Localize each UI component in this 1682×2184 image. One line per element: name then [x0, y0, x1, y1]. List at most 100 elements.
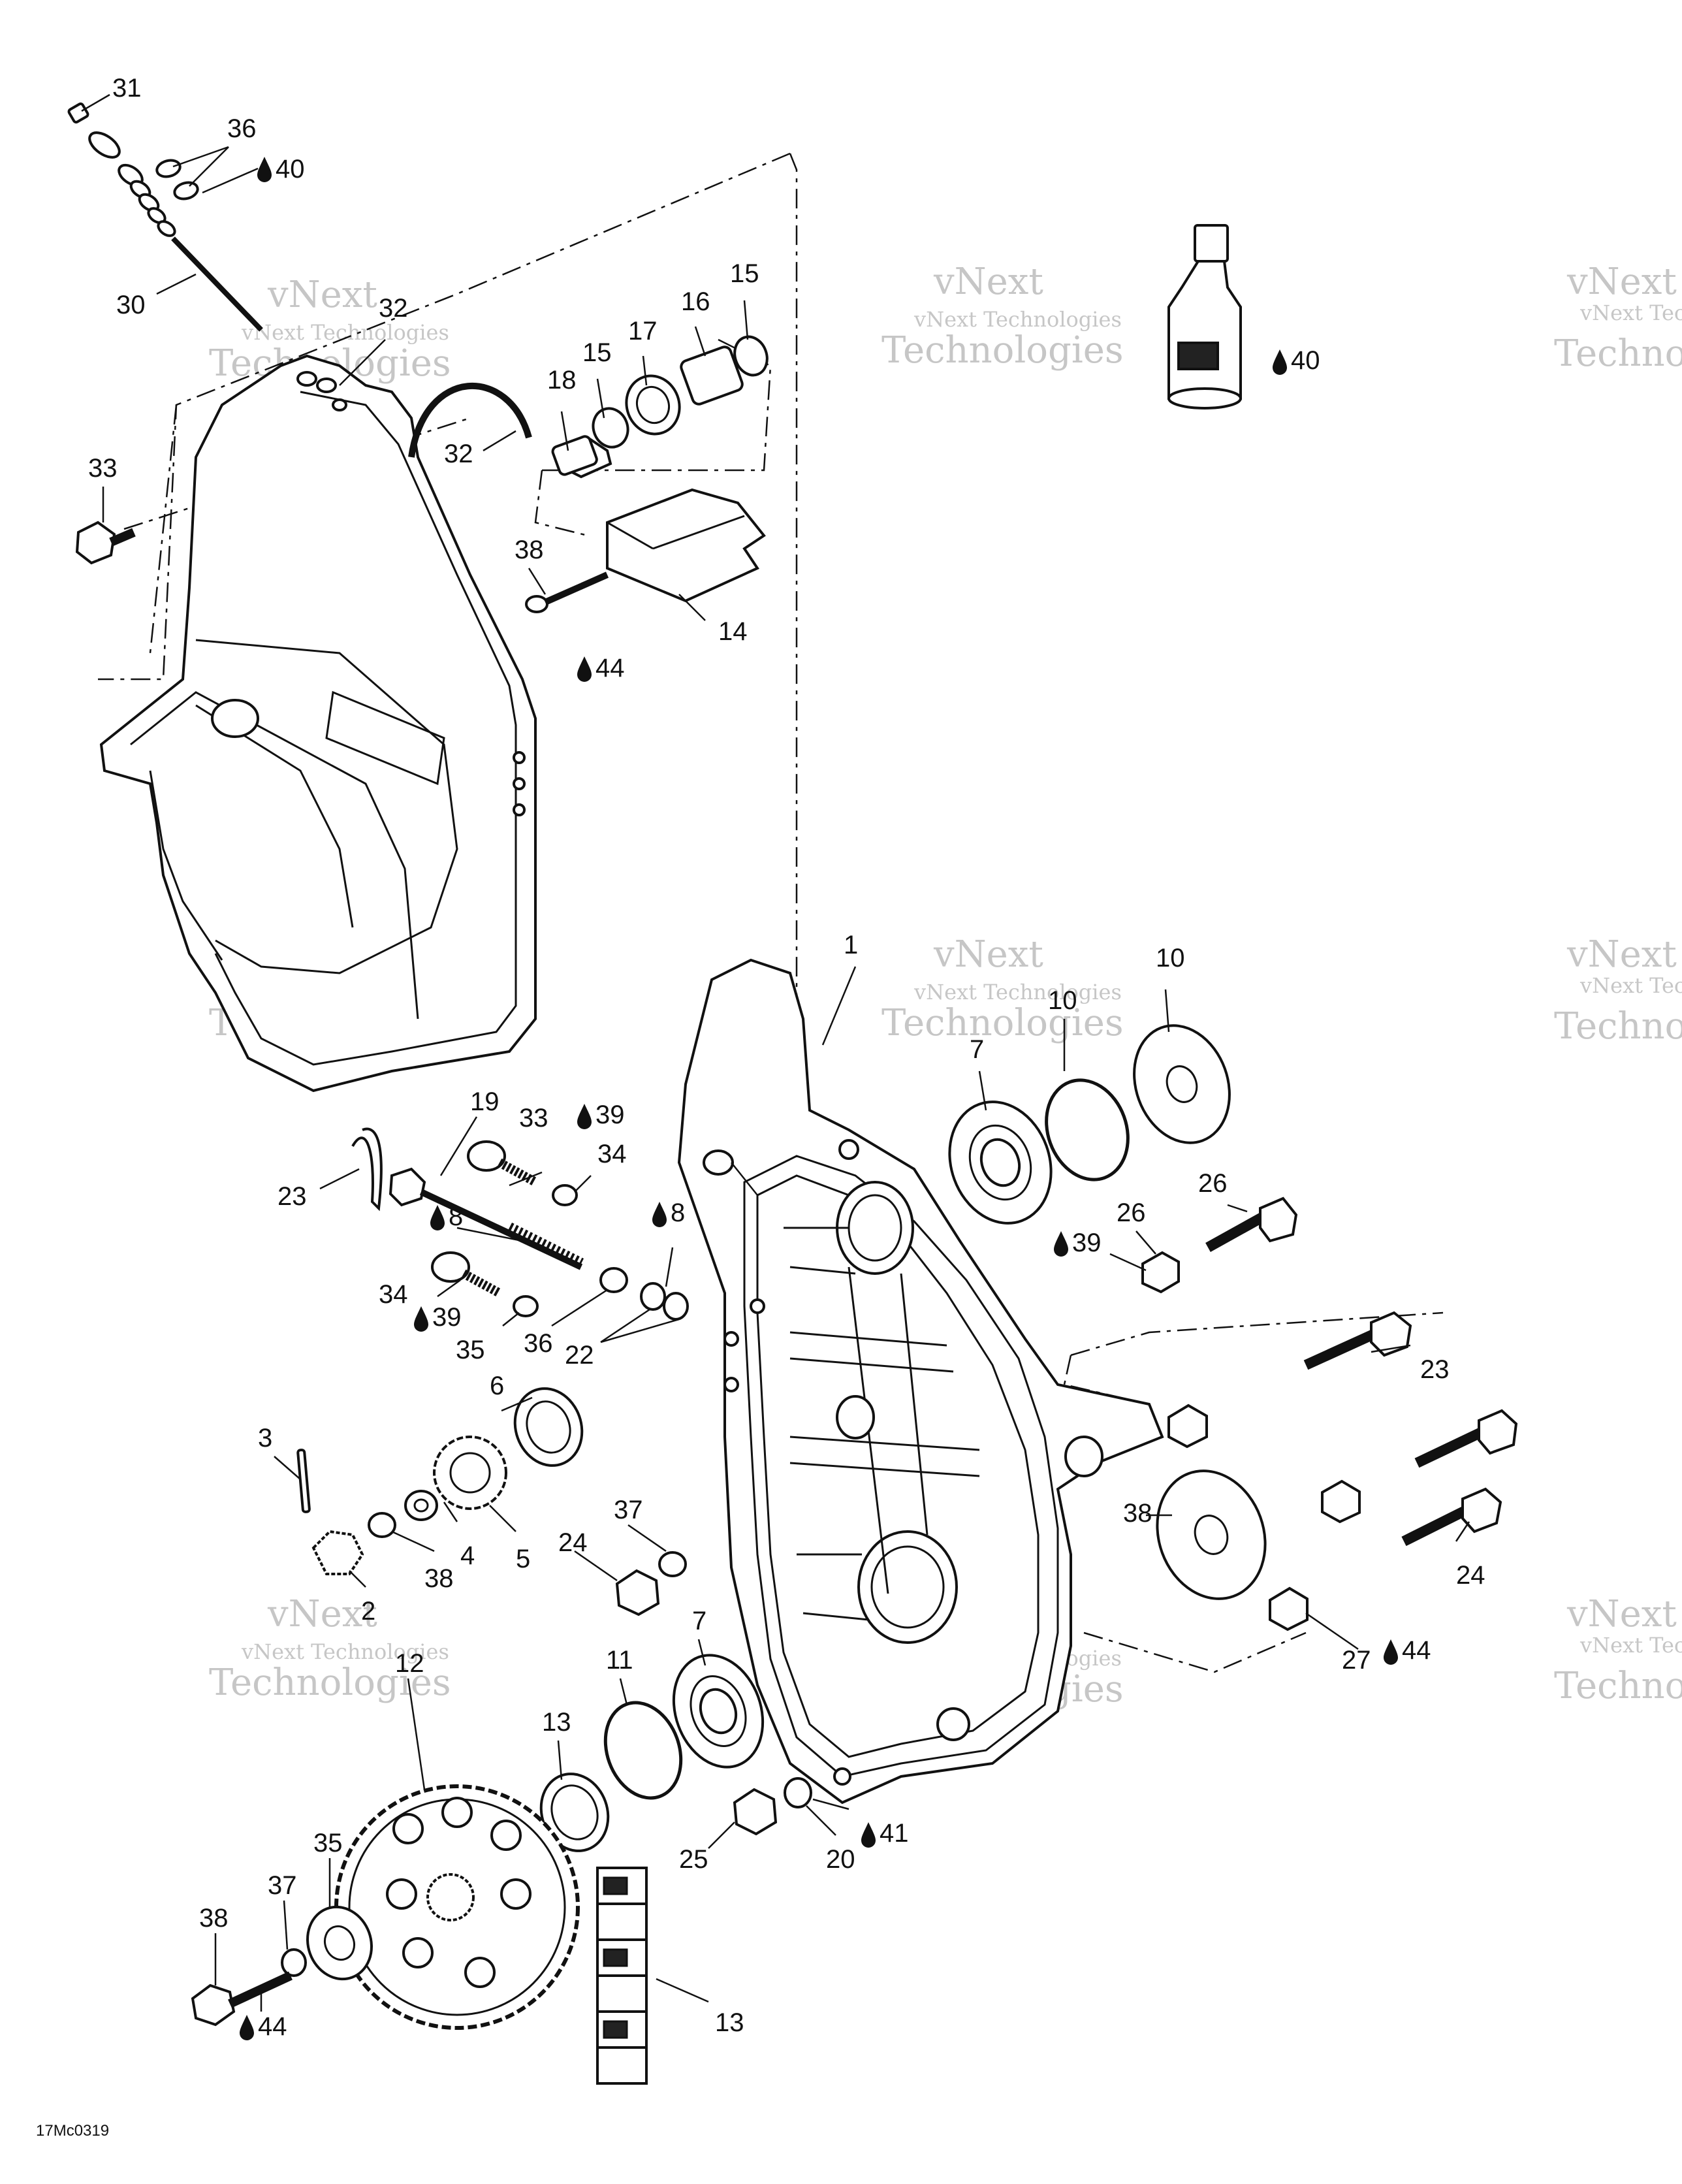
oil-drop-icon	[1054, 1231, 1068, 1257]
callout-9: 10	[1156, 944, 1185, 972]
watermark-technologies: Technologies	[1554, 1665, 1682, 1707]
callout-23: 23	[1420, 1355, 1450, 1384]
watermark-text: vNext Technologies	[1579, 1633, 1682, 1658]
lower-parts	[191, 1654, 812, 2085]
lube-label-40: 40	[276, 155, 305, 184]
watermark-technologies: Technologies	[881, 1002, 1124, 1044]
watermark-text: vNext Technologies	[913, 980, 1122, 1004]
callout-24: 24	[558, 1528, 588, 1557]
callout-2: 2	[361, 1597, 375, 1626]
callout-28: 31	[112, 74, 142, 103]
lube-label-44: 44	[595, 654, 625, 682]
callout-38: 38	[199, 1904, 229, 1933]
callout-6: 6	[490, 1372, 504, 1400]
tensioner-block	[606, 488, 766, 603]
callout-45: 38	[424, 1564, 454, 1593]
lubricant-labels: 40 40 44 39 8 8 39 39 44 41 44	[258, 155, 1431, 2041]
watermark-text: vNext Technologies	[241, 1639, 449, 1664]
callout-20: 20	[826, 1845, 855, 1874]
shaft-parts	[296, 1127, 689, 1616]
callout-42: 38	[1123, 1499, 1152, 1528]
oil-drop-icon	[577, 1104, 592, 1129]
oil-drop-icon	[652, 1202, 667, 1227]
callout-33: 35	[456, 1336, 485, 1364]
callout-34: 36	[524, 1329, 553, 1358]
right-side-parts	[948, 1024, 1518, 1631]
callout-29: 32	[444, 440, 473, 468]
leader-lines	[81, 93, 1470, 2012]
callout-15: 15	[582, 338, 612, 367]
callout-43: 38	[515, 536, 544, 564]
callout-4: 4	[460, 1541, 475, 1570]
watermark-text: vNext Technologies	[1579, 973, 1682, 998]
oil-drop-icon	[1273, 349, 1287, 375]
callout-22: 23	[278, 1182, 307, 1211]
callout-25: 26	[1198, 1169, 1228, 1198]
oil-drop-icon	[257, 157, 272, 182]
figure-id: 17Mc0319	[36, 2122, 109, 2140]
callout-33: 34	[597, 1140, 627, 1168]
watermark-text: vNext Technologies	[241, 320, 449, 345]
callout-37: 37	[268, 1871, 297, 1900]
callout-23: 24	[1456, 1561, 1485, 1590]
oil-drop-icon	[414, 1306, 428, 1332]
callout-3: 3	[258, 1424, 272, 1453]
watermark-vnext: vNext	[933, 261, 1043, 303]
callout-32: 33	[519, 1104, 548, 1132]
callout-13: 13	[715, 2008, 744, 2037]
watermark-technologies: Technologies	[881, 329, 1124, 372]
oil-drop-icon	[1384, 1639, 1398, 1665]
cover-bolt	[75, 521, 136, 565]
callout-19: 19	[470, 1087, 500, 1116]
callout-34: 37	[614, 1496, 643, 1524]
breather-tube	[408, 383, 532, 458]
gear-cover	[99, 354, 537, 1093]
lube-label-8: 8	[671, 1198, 685, 1227]
oil-drop-icon	[861, 1822, 876, 1848]
callout-30: 32	[379, 294, 408, 323]
drive-chain	[596, 1867, 648, 2085]
callout-35: 35	[313, 1829, 343, 1857]
callout-10: 11	[606, 1646, 633, 1675]
oil-drop-icon	[430, 1205, 445, 1230]
lube-label-44: 44	[258, 2012, 287, 2041]
callout-5: 5	[516, 1545, 530, 1573]
callout-7: 7	[970, 1035, 984, 1064]
dipstick-assembly	[67, 102, 263, 332]
oil-drop-icon	[240, 2015, 254, 2040]
watermark-technologies: Technologies	[1554, 332, 1682, 375]
lube-label-44: 44	[1402, 1636, 1431, 1665]
callout-15: 15	[730, 259, 759, 288]
callout-32: 34	[379, 1280, 408, 1309]
callout-18: 18	[547, 366, 577, 394]
callout-21: 22	[565, 1341, 594, 1370]
callout-17: 17	[628, 317, 658, 345]
callout-labels: 31 36 30 32 32 33 18 15 17 16 15 38 14 1…	[88, 74, 1485, 2037]
watermark-vnext: vNext	[933, 933, 1043, 976]
callout-10: 10	[1048, 986, 1077, 1015]
callout-14: 14	[718, 617, 748, 646]
callout-27: 30	[116, 291, 146, 319]
callout-1: 1	[844, 931, 858, 959]
watermark-text: vNext Technologies	[1579, 300, 1682, 325]
callout-24: 25	[679, 1845, 708, 1874]
oil-bottle	[1167, 224, 1242, 410]
watermark-text: vNext Technologies	[913, 307, 1122, 332]
callout-11: 12	[395, 1649, 424, 1678]
callout-31: 33	[88, 454, 118, 483]
lubricant-drop-icons	[240, 157, 1398, 2040]
watermark-vnext: vNext	[1566, 933, 1677, 976]
callout-7: 7	[692, 1607, 706, 1635]
chaincase-housing	[677, 958, 1164, 1805]
watermark-vnext: vNext	[267, 274, 377, 316]
watermark-vnext: vNext	[1566, 1593, 1677, 1635]
watermark-vnext: vNext	[267, 1593, 377, 1635]
lube-label-39: 39	[595, 1100, 625, 1129]
watermark-vnext: vNext	[1566, 261, 1677, 303]
lube-label-40: 40	[1291, 346, 1320, 375]
callout-26: 27	[1342, 1646, 1371, 1675]
lube-label-39: 39	[1072, 1228, 1102, 1257]
callout-26: 26	[1117, 1198, 1146, 1227]
tensioner-screw	[525, 571, 609, 613]
